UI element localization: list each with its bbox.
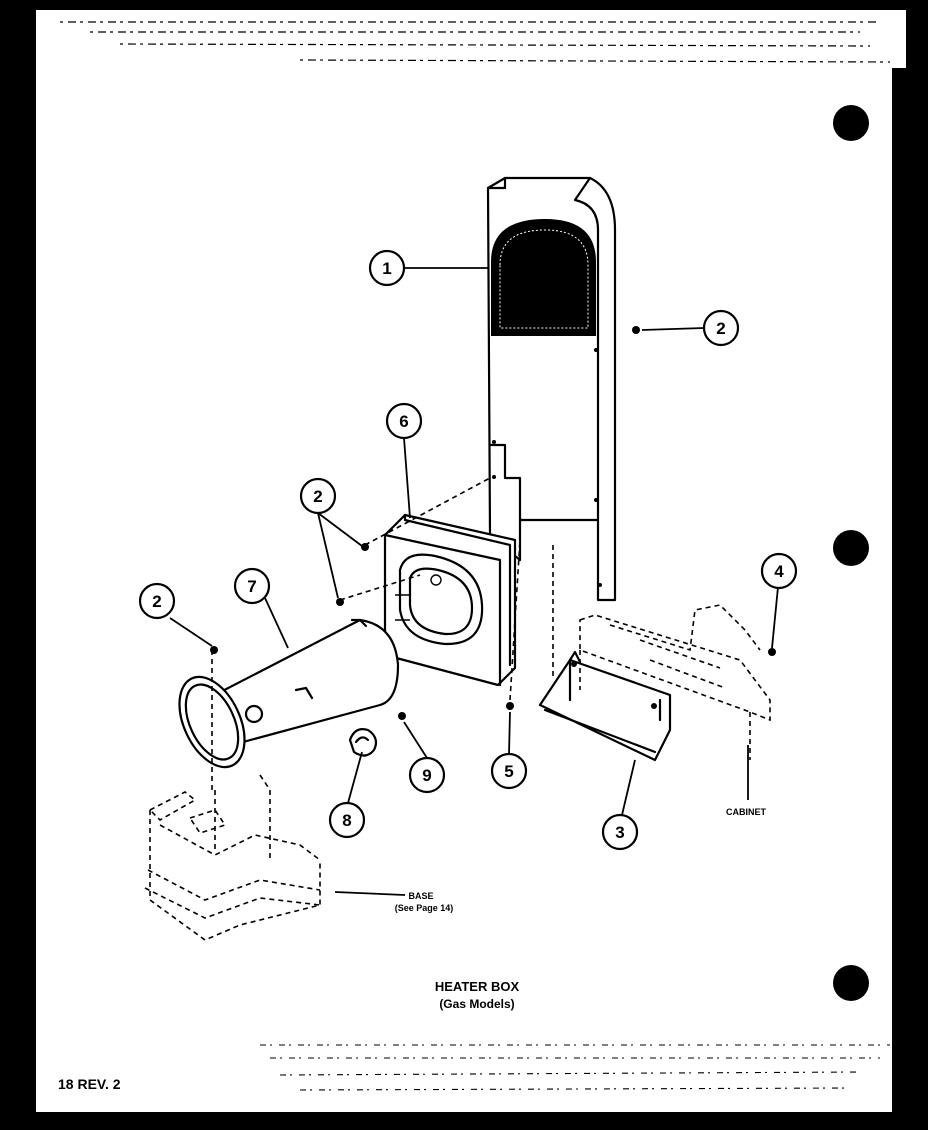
leader-lines <box>169 267 779 896</box>
base-reference-label: (See Page 14) <box>395 903 454 913</box>
callout-9: 9 <box>408 756 446 794</box>
assembly-guide-lines <box>211 477 554 791</box>
callout-3-number: 3 <box>615 823 624 842</box>
callout-2-left: 2 <box>138 582 176 620</box>
callout-4: 4 <box>760 552 798 590</box>
callout-3: 3 <box>601 813 639 851</box>
part-1-heater-back-panel <box>486 176 617 602</box>
callout-2-middle: 2 <box>299 477 337 515</box>
callout-8: 8 <box>328 801 366 839</box>
diagram-title: HEATER BOX <box>435 979 520 994</box>
callout-2-number: 2 <box>152 592 161 611</box>
diagram-subtitle: (Gas Models) <box>439 997 514 1011</box>
callout-7-number: 7 <box>247 577 256 596</box>
part-6-heater-frame <box>383 513 517 687</box>
base-outline <box>144 790 321 941</box>
callout-5: 5 <box>490 752 528 790</box>
callouts: 1 2 2 2 3 4 5 6 <box>138 249 798 851</box>
cabinet-label: CABINET <box>726 807 767 817</box>
callout-1: 1 <box>368 249 406 287</box>
callout-4-number: 4 <box>774 562 784 581</box>
part-3-bracket <box>538 650 672 762</box>
binder-hole-bottom <box>833 965 869 1001</box>
part-8-clip <box>348 728 378 757</box>
callout-9-number: 9 <box>422 766 431 785</box>
callout-1-number: 1 <box>382 259 391 278</box>
callout-7: 7 <box>233 567 271 605</box>
page-reference: 18 REV. 2 <box>58 1076 121 1092</box>
callout-2-number: 2 <box>313 487 322 506</box>
callout-6: 6 <box>385 402 423 440</box>
callout-6-number: 6 <box>399 412 408 431</box>
callout-5-number: 5 <box>504 762 513 781</box>
base-label: BASE <box>408 891 433 901</box>
callout-2-top-right: 2 <box>702 309 740 347</box>
callout-2-number: 2 <box>716 319 725 338</box>
fasteners <box>210 326 776 720</box>
binder-hole-top <box>833 105 869 141</box>
binder-hole-middle <box>833 530 869 566</box>
cabinet-outline <box>579 604 771 760</box>
callout-8-number: 8 <box>342 811 351 830</box>
